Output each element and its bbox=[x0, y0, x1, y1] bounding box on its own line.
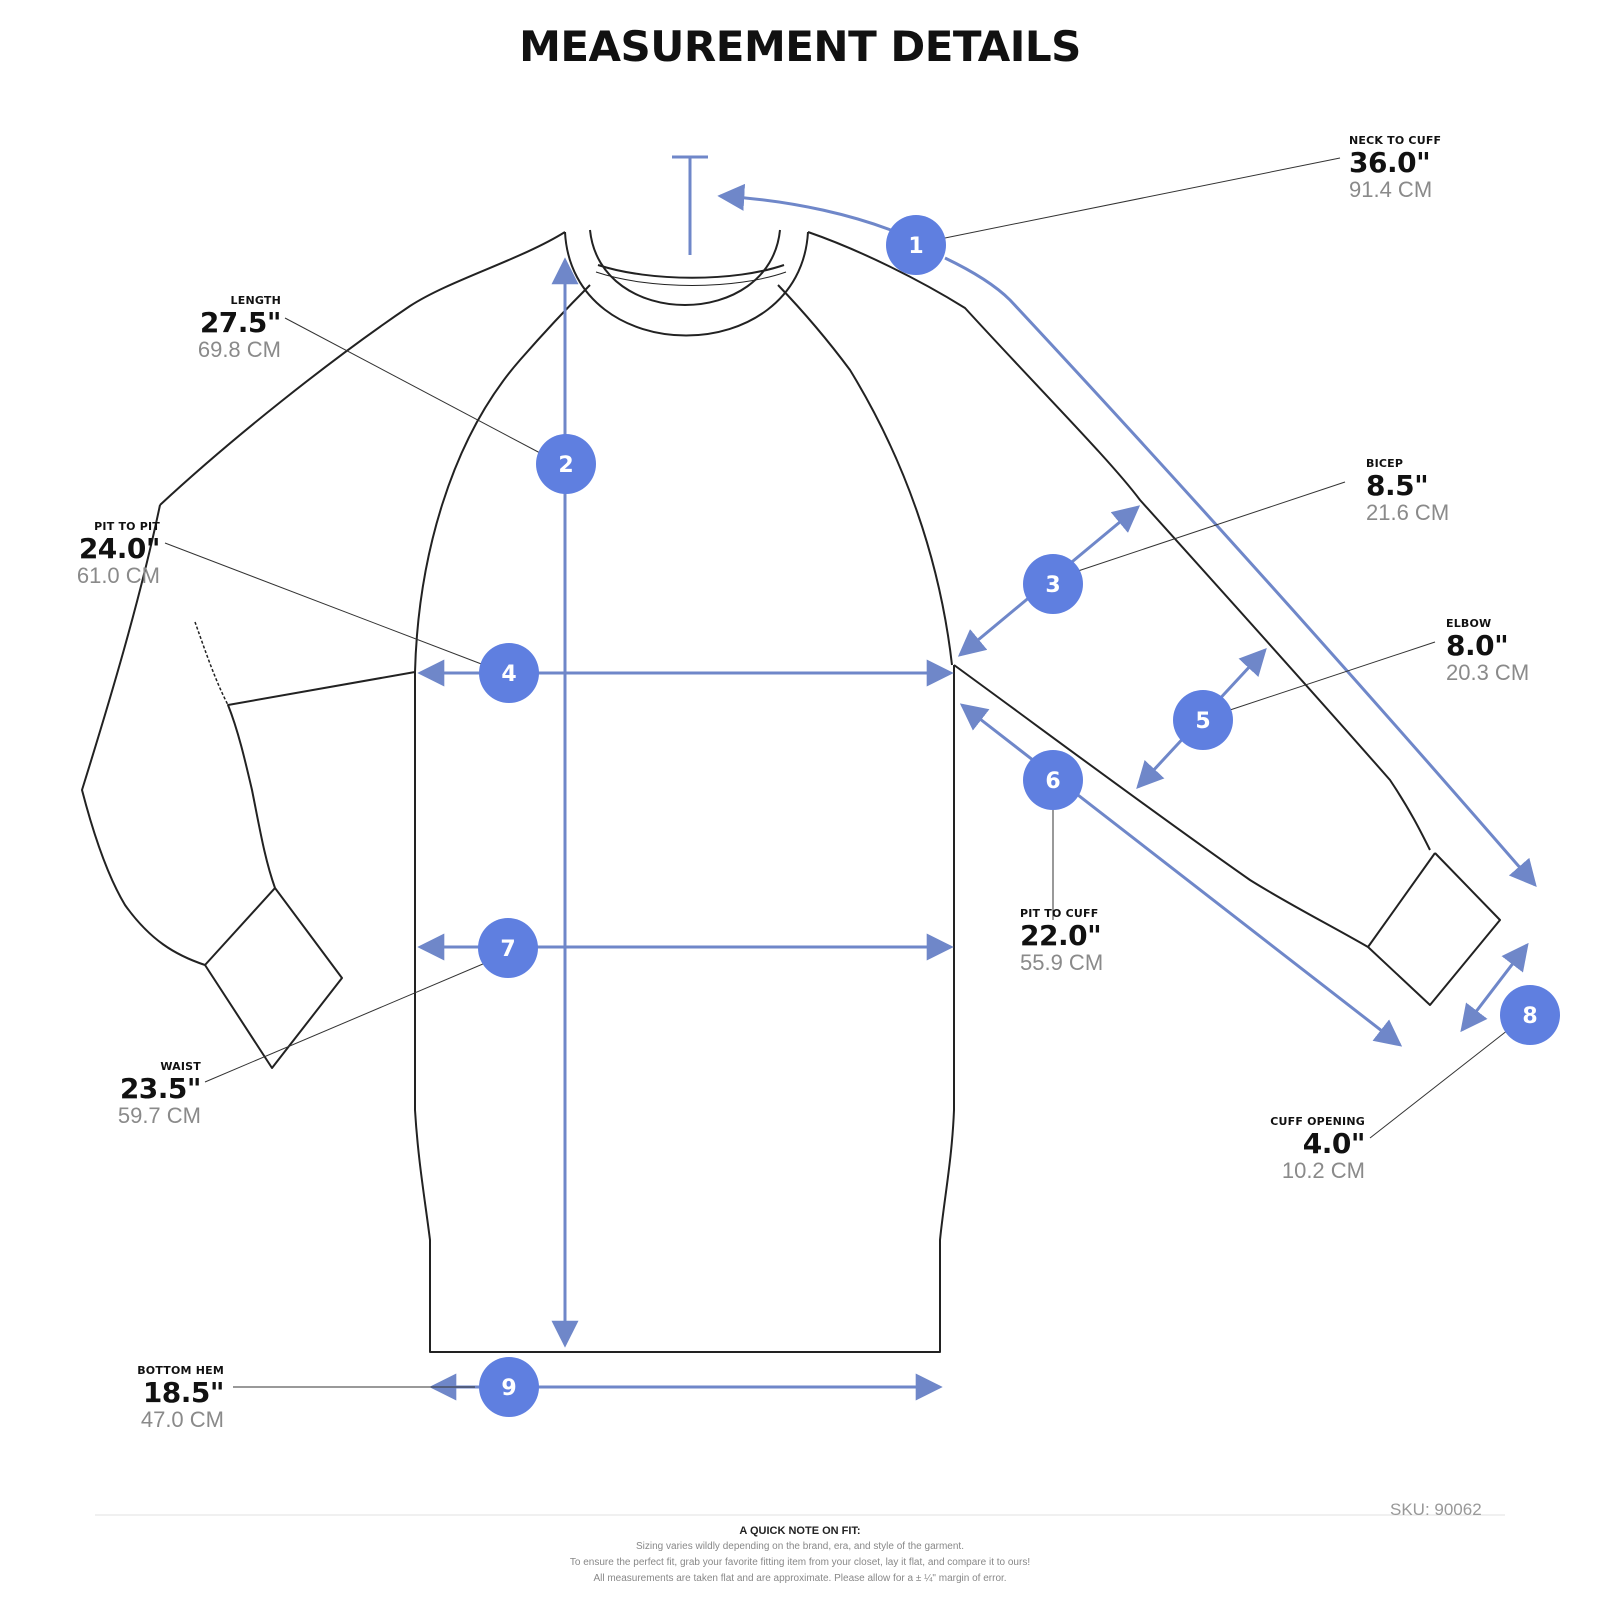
fit-note-line: All measurements are taken flat and are … bbox=[593, 1573, 1007, 1584]
badge-2: 2 bbox=[536, 434, 596, 494]
svg-text:2: 2 bbox=[558, 453, 573, 478]
left-sleeve-outline bbox=[81, 504, 416, 1069]
measurement-bicep: BICEP 8.5" 21.6 CM bbox=[1366, 457, 1506, 525]
measurement-inches: 36.0" bbox=[1349, 146, 1431, 179]
measurement-cm: 59.7 CM bbox=[117, 1103, 201, 1128]
fit-note-line: Sizing varies wildly depending on the br… bbox=[636, 1541, 964, 1552]
measurement-label: BICEP bbox=[1366, 457, 1404, 470]
measurement-label: LENGTH bbox=[230, 294, 281, 307]
badge-1: 1 bbox=[886, 215, 946, 275]
measurement-cm: 91.4 CM bbox=[1349, 177, 1433, 202]
fit-note-line: To ensure the perfect fit, grab your fav… bbox=[569, 1557, 1031, 1568]
badge-4: 4 bbox=[479, 643, 539, 703]
svg-text:6: 6 bbox=[1045, 769, 1060, 794]
sweatshirt-outline bbox=[81, 229, 1501, 1353]
measurement-inches: 4.0" bbox=[1302, 1127, 1366, 1160]
measurement-label: CUFF OPENING bbox=[1270, 1115, 1365, 1128]
svg-text:8: 8 bbox=[1522, 1004, 1537, 1029]
measurement-cm: 69.8 CM bbox=[197, 337, 281, 362]
measurement-inches: 22.0" bbox=[1020, 919, 1102, 952]
measurement-cm: 61.0 CM bbox=[76, 563, 160, 588]
measurement-label: PIT TO PIT bbox=[94, 520, 160, 533]
body-outline bbox=[414, 284, 955, 1353]
measurement-inches: 8.5" bbox=[1366, 469, 1429, 502]
badge-3: 3 bbox=[1023, 554, 1083, 614]
measurement-pit-to-pit: PIT TO PIT 24.0" 61.0 CM bbox=[20, 520, 161, 588]
measurement-length: LENGTH 27.5" 69.8 CM bbox=[141, 294, 282, 362]
svg-text:5: 5 bbox=[1195, 709, 1210, 734]
measurement-inches: 24.0" bbox=[78, 532, 161, 565]
badge-6: 6 bbox=[1023, 750, 1083, 810]
measurement-label: NECK TO CUFF bbox=[1349, 134, 1442, 147]
cuff-opening-arrow bbox=[1460, 942, 1529, 1033]
pit-to-cuff-arrow bbox=[959, 703, 1403, 1047]
measurement-label: ELBOW bbox=[1446, 617, 1492, 630]
measurement-label: PIT TO CUFF bbox=[1020, 907, 1099, 920]
measurement-pit-to-cuff: PIT TO CUFF 22.0" 55.9 CM bbox=[1020, 907, 1160, 975]
measurement-inches: 8.0" bbox=[1446, 629, 1509, 662]
svg-text:9: 9 bbox=[501, 1376, 516, 1401]
measurement-neck-to-cuff: NECK TO CUFF 36.0" 91.4 CM bbox=[1349, 134, 1489, 202]
measurement-inches: 23.5" bbox=[119, 1072, 202, 1105]
svg-text:7: 7 bbox=[500, 937, 515, 962]
measurement-label: BOTTOM HEM bbox=[137, 1364, 224, 1377]
fit-note: A QUICK NOTE ON FIT: Sizing varies wildl… bbox=[0, 1524, 1600, 1587]
badges: 1 2 3 4 5 6 7 8 9 bbox=[478, 215, 1560, 1417]
measurement-cm: 20.3 CM bbox=[1446, 660, 1530, 685]
measurement-elbow: ELBOW 8.0" 20.3 CM bbox=[1446, 617, 1586, 685]
neck-to-cuff-arrow-b bbox=[944, 256, 1537, 888]
measurement-cm: 21.6 CM bbox=[1366, 500, 1450, 525]
badge-9: 9 bbox=[479, 1357, 539, 1417]
badge-8: 8 bbox=[1500, 985, 1560, 1045]
collar-outline bbox=[589, 229, 781, 306]
measurement-inches: 18.5" bbox=[142, 1376, 225, 1409]
measurement-cm: 47.0 CM bbox=[140, 1407, 224, 1432]
measurement-cuff-opening: CUFF OPENING 4.0" 10.2 CM bbox=[1225, 1115, 1365, 1183]
badge-5: 5 bbox=[1173, 690, 1233, 750]
measurement-bottom-hem: BOTTOM HEM 18.5" 47.0 CM bbox=[84, 1364, 224, 1432]
measurement-waist: WAIST 23.5" 59.7 CM bbox=[61, 1060, 202, 1128]
page-title: MEASUREMENT DETAILS bbox=[519, 22, 1081, 71]
svg-text:1: 1 bbox=[908, 234, 923, 259]
measurement-cm: 55.9 CM bbox=[1020, 950, 1104, 975]
measurement-guides bbox=[417, 155, 1537, 1401]
measurement-label: WAIST bbox=[160, 1060, 201, 1073]
measurement-cm: 10.2 CM bbox=[1281, 1158, 1365, 1183]
svg-text:3: 3 bbox=[1045, 573, 1060, 598]
fit-note-heading: A QUICK NOTE ON FIT: bbox=[739, 1525, 861, 1537]
svg-text:4: 4 bbox=[501, 662, 516, 687]
neck-to-cuff-arrow bbox=[717, 183, 916, 242]
leader-lines bbox=[164, 157, 1509, 1388]
measurement-inches: 27.5" bbox=[199, 306, 282, 339]
badge-7: 7 bbox=[478, 918, 538, 978]
sku-label: SKU: 90062 bbox=[1390, 1500, 1482, 1519]
